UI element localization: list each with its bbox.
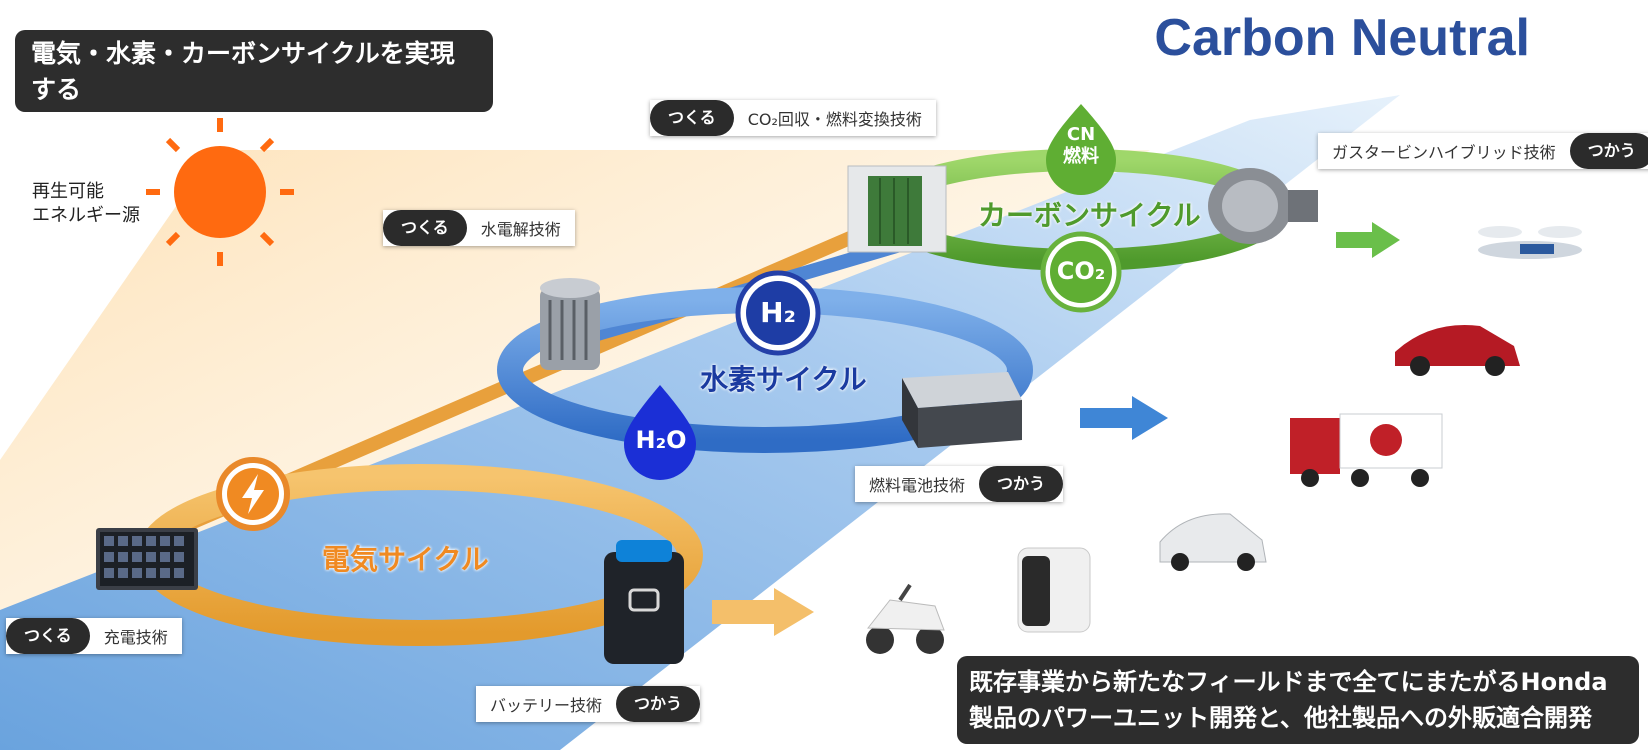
electric-scooter-image xyxy=(866,583,945,654)
tag-battery: バッテリー技術 つかう xyxy=(476,686,701,722)
fuel-cell-car-image xyxy=(1395,325,1520,376)
tag-electrolysis: つくる 水電解技術 xyxy=(383,210,575,246)
drone-image xyxy=(1478,226,1582,259)
summary-line-2: 製品のパワーユニット開発と、他社製品への外販適合開発 xyxy=(969,704,1593,732)
portable-power-unit-image xyxy=(1017,547,1091,633)
electric-cycle-label: 電気サイクル xyxy=(322,543,489,576)
co2-text: CO₂ xyxy=(1056,257,1106,285)
tag-gas-turbine: ガスタービンハイブリッド技術 つかう xyxy=(1318,133,1648,169)
co2-capture-unit-image xyxy=(847,165,947,253)
arrow-icon xyxy=(712,588,814,636)
title-line-1: 電気・水素・カーボンサイクルを実現する xyxy=(31,39,455,104)
gas-turbine-image xyxy=(1208,168,1318,244)
charger-unit-image xyxy=(96,528,198,590)
arrow-icon xyxy=(1080,396,1168,440)
use-pill: つかう xyxy=(616,686,701,722)
tag-text: CO₂回収・燃料変換技術 xyxy=(747,110,922,129)
renewable-line-2: エネルギー源 xyxy=(32,205,140,226)
tag-text: バッテリー技術 xyxy=(490,696,603,715)
title-line-2: 要素技術研究 xyxy=(31,111,182,140)
tag-co2-capture: つくる CO₂回収・燃料変換技術 xyxy=(650,100,936,136)
make-pill: つくる xyxy=(650,100,734,136)
fuel-cell-truck-image xyxy=(1290,413,1443,487)
use-pill: つかう xyxy=(1569,133,1648,169)
h2o-drop-badge xyxy=(624,385,696,480)
use-pill: つかう xyxy=(979,466,1064,502)
make-pill: つくる xyxy=(6,618,90,654)
title-box: 電気・水素・カーボンサイクルを実現する 要素技術研究 xyxy=(15,30,493,140)
co2-badge xyxy=(1040,231,1122,313)
renewable-energy-label: 再生可能 エネルギー源 xyxy=(32,180,140,228)
h2-text: H₂ xyxy=(760,296,796,329)
renewable-line-1: 再生可能 xyxy=(32,181,104,202)
electrolyzer-image xyxy=(540,278,600,370)
cn-fuel-badge xyxy=(1046,104,1116,195)
summary-line-1: 既存事業から新たなフィールドまで全てにまたがるHonda xyxy=(969,668,1608,696)
brand-title: Carbon Neutral xyxy=(1154,9,1530,67)
tag-text: 水電解技術 xyxy=(480,220,561,239)
fuel-text: 燃料 xyxy=(1063,146,1099,167)
make-pill: つくる xyxy=(383,210,467,246)
tag-text: 燃料電池技術 xyxy=(869,476,966,495)
tag-charging: つくる 充電技術 xyxy=(6,618,182,654)
cn-fuel-text: CN 燃料 xyxy=(1056,124,1106,168)
tag-fuel-cell: 燃料電池技術 つかう xyxy=(855,466,1064,502)
tag-text: 充電技術 xyxy=(103,628,168,647)
arrow-icon xyxy=(1336,222,1400,258)
tag-text: ガスタービンハイブリッド技術 xyxy=(1332,143,1556,162)
hydrogen-cycle-label: 水素サイクル xyxy=(700,363,867,396)
electric-car-image xyxy=(1159,513,1267,571)
carbon-cycle-label: カーボンサイクル xyxy=(978,199,1201,232)
bottom-summary-box: 既存事業から新たなフィールドまで全てにまたがるHonda 製品のパワーユニット開… xyxy=(957,656,1639,744)
sun-icon xyxy=(146,118,294,266)
cn-text: CN xyxy=(1066,124,1096,145)
fuel-cell-stack-image xyxy=(902,372,1022,448)
h2o-text: H₂O xyxy=(635,426,687,454)
lightning-icon xyxy=(216,457,290,531)
h2-badge xyxy=(735,270,821,356)
battery-pack-image xyxy=(604,540,684,664)
